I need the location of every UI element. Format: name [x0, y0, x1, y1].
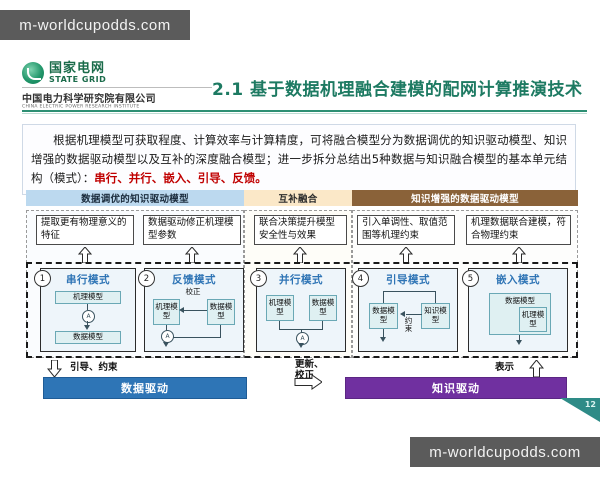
mode3-box-data: 数据模型: [309, 295, 337, 321]
up-arrow-icon-2: [185, 247, 199, 263]
mode-body-serial: 机理模型 A 数据模型: [41, 287, 135, 349]
category-header-row: 数据调优的知识驱动模型 互补融合 知识增强的数据驱动模型: [26, 190, 578, 206]
mode-number-4: 4: [352, 270, 369, 287]
mode-number-5: 5: [462, 270, 479, 287]
mode5-box-mechanism: 机理模型: [519, 307, 547, 332]
mode2-line-down: [220, 325, 221, 338]
logo-institute-en: CHINA ELECTRIC POWER RESEARCH INSTITUTE: [22, 105, 140, 110]
logo-text-block: 国家电网 STATE GRID: [49, 62, 106, 84]
mode2-line-correct: [184, 310, 207, 311]
up-arrow-icon-express: [528, 359, 545, 378]
description-box-3: 联合决策提升模型安全性与效果: [254, 215, 347, 245]
description-box-4: 引入单调性、取值范围等机理约束: [357, 215, 455, 245]
mode4-box-knowledge: 知识模型: [421, 303, 450, 329]
mode4-line-constraint: [406, 314, 422, 315]
title-underline: [22, 110, 587, 112]
mode3-line-r: [322, 321, 323, 329]
logo-institute-cn: 中国电力科学研究院有限公司: [22, 94, 156, 106]
modes-container: [26, 262, 578, 358]
logo-company-en: STATE GRID: [49, 74, 107, 84]
logo-divider: [22, 87, 212, 89]
up-arrow-icon-5: [512, 247, 526, 263]
mode1-line-b: [87, 321, 88, 326]
watermark-top: m-worldcupodds.com: [0, 10, 190, 40]
mode-body-guidance: 数据模型 知识模型 约束: [359, 287, 457, 349]
mode2-arrowhead-left: [179, 307, 184, 313]
mode1-line-a: [87, 304, 88, 310]
mode2-line-stub: [166, 325, 167, 331]
mode3-box-mechanism: 机理模型: [266, 295, 294, 321]
label-guide-constraint: 引导、约束: [70, 362, 118, 373]
mode2-arrowhead-down: [163, 342, 169, 347]
label-express: 表示: [495, 362, 515, 373]
up-arrow-icon-3: [293, 247, 307, 263]
mode-card-serial: 串行模式 机理模型 A 数据模型: [40, 268, 136, 352]
mode4-line-topl: [383, 291, 384, 303]
watermark-bottom: m-worldcupodds.com: [410, 437, 600, 467]
mode-card-guidance: 引导模式 数据模型 知识模型 约束: [358, 268, 458, 352]
mode2-line-back: [166, 337, 221, 338]
mode-title-serial: 串行模式: [66, 274, 110, 286]
mode-body-embedded: 数据模型 机理模型: [469, 287, 567, 349]
fusion-model-diagram: 数据调优的知识驱动模型 互补融合 知识增强的数据驱动模型 提取更有物理意义的特征…: [26, 190, 578, 365]
page-number: 12: [584, 400, 596, 409]
mode5-arrowhead: [516, 340, 522, 345]
title-underline-secondary: [22, 113, 587, 114]
page-title-text: 2.1 基于数据机理融合建模的配网计算推演技术: [212, 80, 583, 100]
mode1-node-a: A: [82, 310, 95, 323]
mode-title-guidance: 引导模式: [386, 274, 430, 286]
mode-body-parallel: 机理模型 数据模型 A: [257, 287, 345, 349]
mode-body-feedback: 机理模型 数据模型 校正 A: [145, 287, 243, 349]
banner-data-driven: 数据驱动: [43, 377, 247, 399]
mode1-arrowhead: [84, 325, 90, 330]
up-arrow-icon-4: [399, 247, 413, 263]
mode3-line-l: [279, 321, 280, 329]
banner-knowledge-driven: 知识驱动: [345, 377, 567, 399]
description-box-1: 提取更有物理意义的特征: [36, 215, 134, 245]
mode4-box-data: 数据模型: [369, 303, 398, 329]
intro-paragraph: 根据机理模型可获取程度、计算效率与计算精度，可将融合模型分为数据调优的知识驱动模…: [22, 124, 576, 195]
mode-card-feedback: 反馈模式 机理模型 数据模型 校正 A: [144, 268, 244, 352]
logo-header-row: 国家电网 STATE GRID: [22, 62, 212, 85]
mode2-box-data: 数据模型: [207, 299, 235, 325]
paragraph-body: 根据机理模型可获取程度、计算效率与计算精度，可将融合模型分为数据调优的知识驱动模…: [31, 133, 567, 185]
mode1-box-data: 数据模型: [55, 331, 121, 344]
label-update-correct: 更新、 校正: [295, 359, 324, 382]
label-update-line1: 更新、: [295, 359, 324, 370]
up-arrow-icon-1: [78, 247, 92, 263]
mode-title-embedded: 嵌入模式: [496, 274, 540, 286]
mode4-line-topr: [435, 291, 436, 303]
mode3-arrowhead: [298, 343, 304, 348]
description-box-2: 数据驱动修正机理模型参数: [143, 215, 241, 245]
mode-card-embedded: 嵌入模式 数据模型 机理模型: [468, 268, 568, 352]
mode4-line-top: [383, 291, 436, 292]
mode4-line-out: [383, 329, 384, 339]
right-arrow-icon-update: [294, 374, 323, 390]
category-header-knowledge-driven: 数据调优的知识驱动模型: [26, 190, 244, 206]
mode5-line-out: [519, 335, 520, 341]
state-grid-logo: 国家电网 STATE GRID 中国电力科学研究院有限公司 CHINA ELEC…: [22, 62, 212, 114]
mode2-edge-label: 校正: [185, 287, 201, 296]
description-box-5: 机理数据联合建模，符合物理约束: [466, 215, 571, 245]
label-update-line2: 校正: [295, 369, 315, 381]
mode-card-parallel: 并行模式 机理模型 数据模型 A: [256, 268, 346, 352]
mode-number-1: 1: [34, 270, 51, 287]
mode1-box-mechanism: 机理模型: [55, 291, 121, 304]
mode-title-feedback: 反馈模式: [172, 274, 216, 286]
mode-title-parallel: 并行模式: [279, 274, 323, 286]
logo-company-cn: 国家电网: [49, 61, 106, 76]
page-title: 2.1 基于数据机理融合建模的配网计算推演技术: [212, 80, 587, 100]
down-arrow-icon-guide: [46, 359, 63, 378]
mode4-arrowhead-left: [400, 311, 405, 317]
mode-number-2: 2: [138, 270, 155, 287]
category-header-complementary: 互补融合: [244, 190, 352, 206]
mode3-line-stem: [301, 329, 302, 333]
mode4-edge-label: 约束: [404, 316, 413, 333]
mode4-arrowhead-down: [380, 337, 386, 342]
state-grid-emblem-icon: [22, 62, 44, 85]
mode-number-3: 3: [250, 270, 267, 287]
category-header-data-driven: 知识增强的数据驱动模型: [352, 190, 578, 206]
mode2-box-mechanism: 机理模型: [153, 299, 180, 325]
paragraph-highlight: 串行、并行、嵌入、引导、反馈。: [94, 170, 267, 185]
